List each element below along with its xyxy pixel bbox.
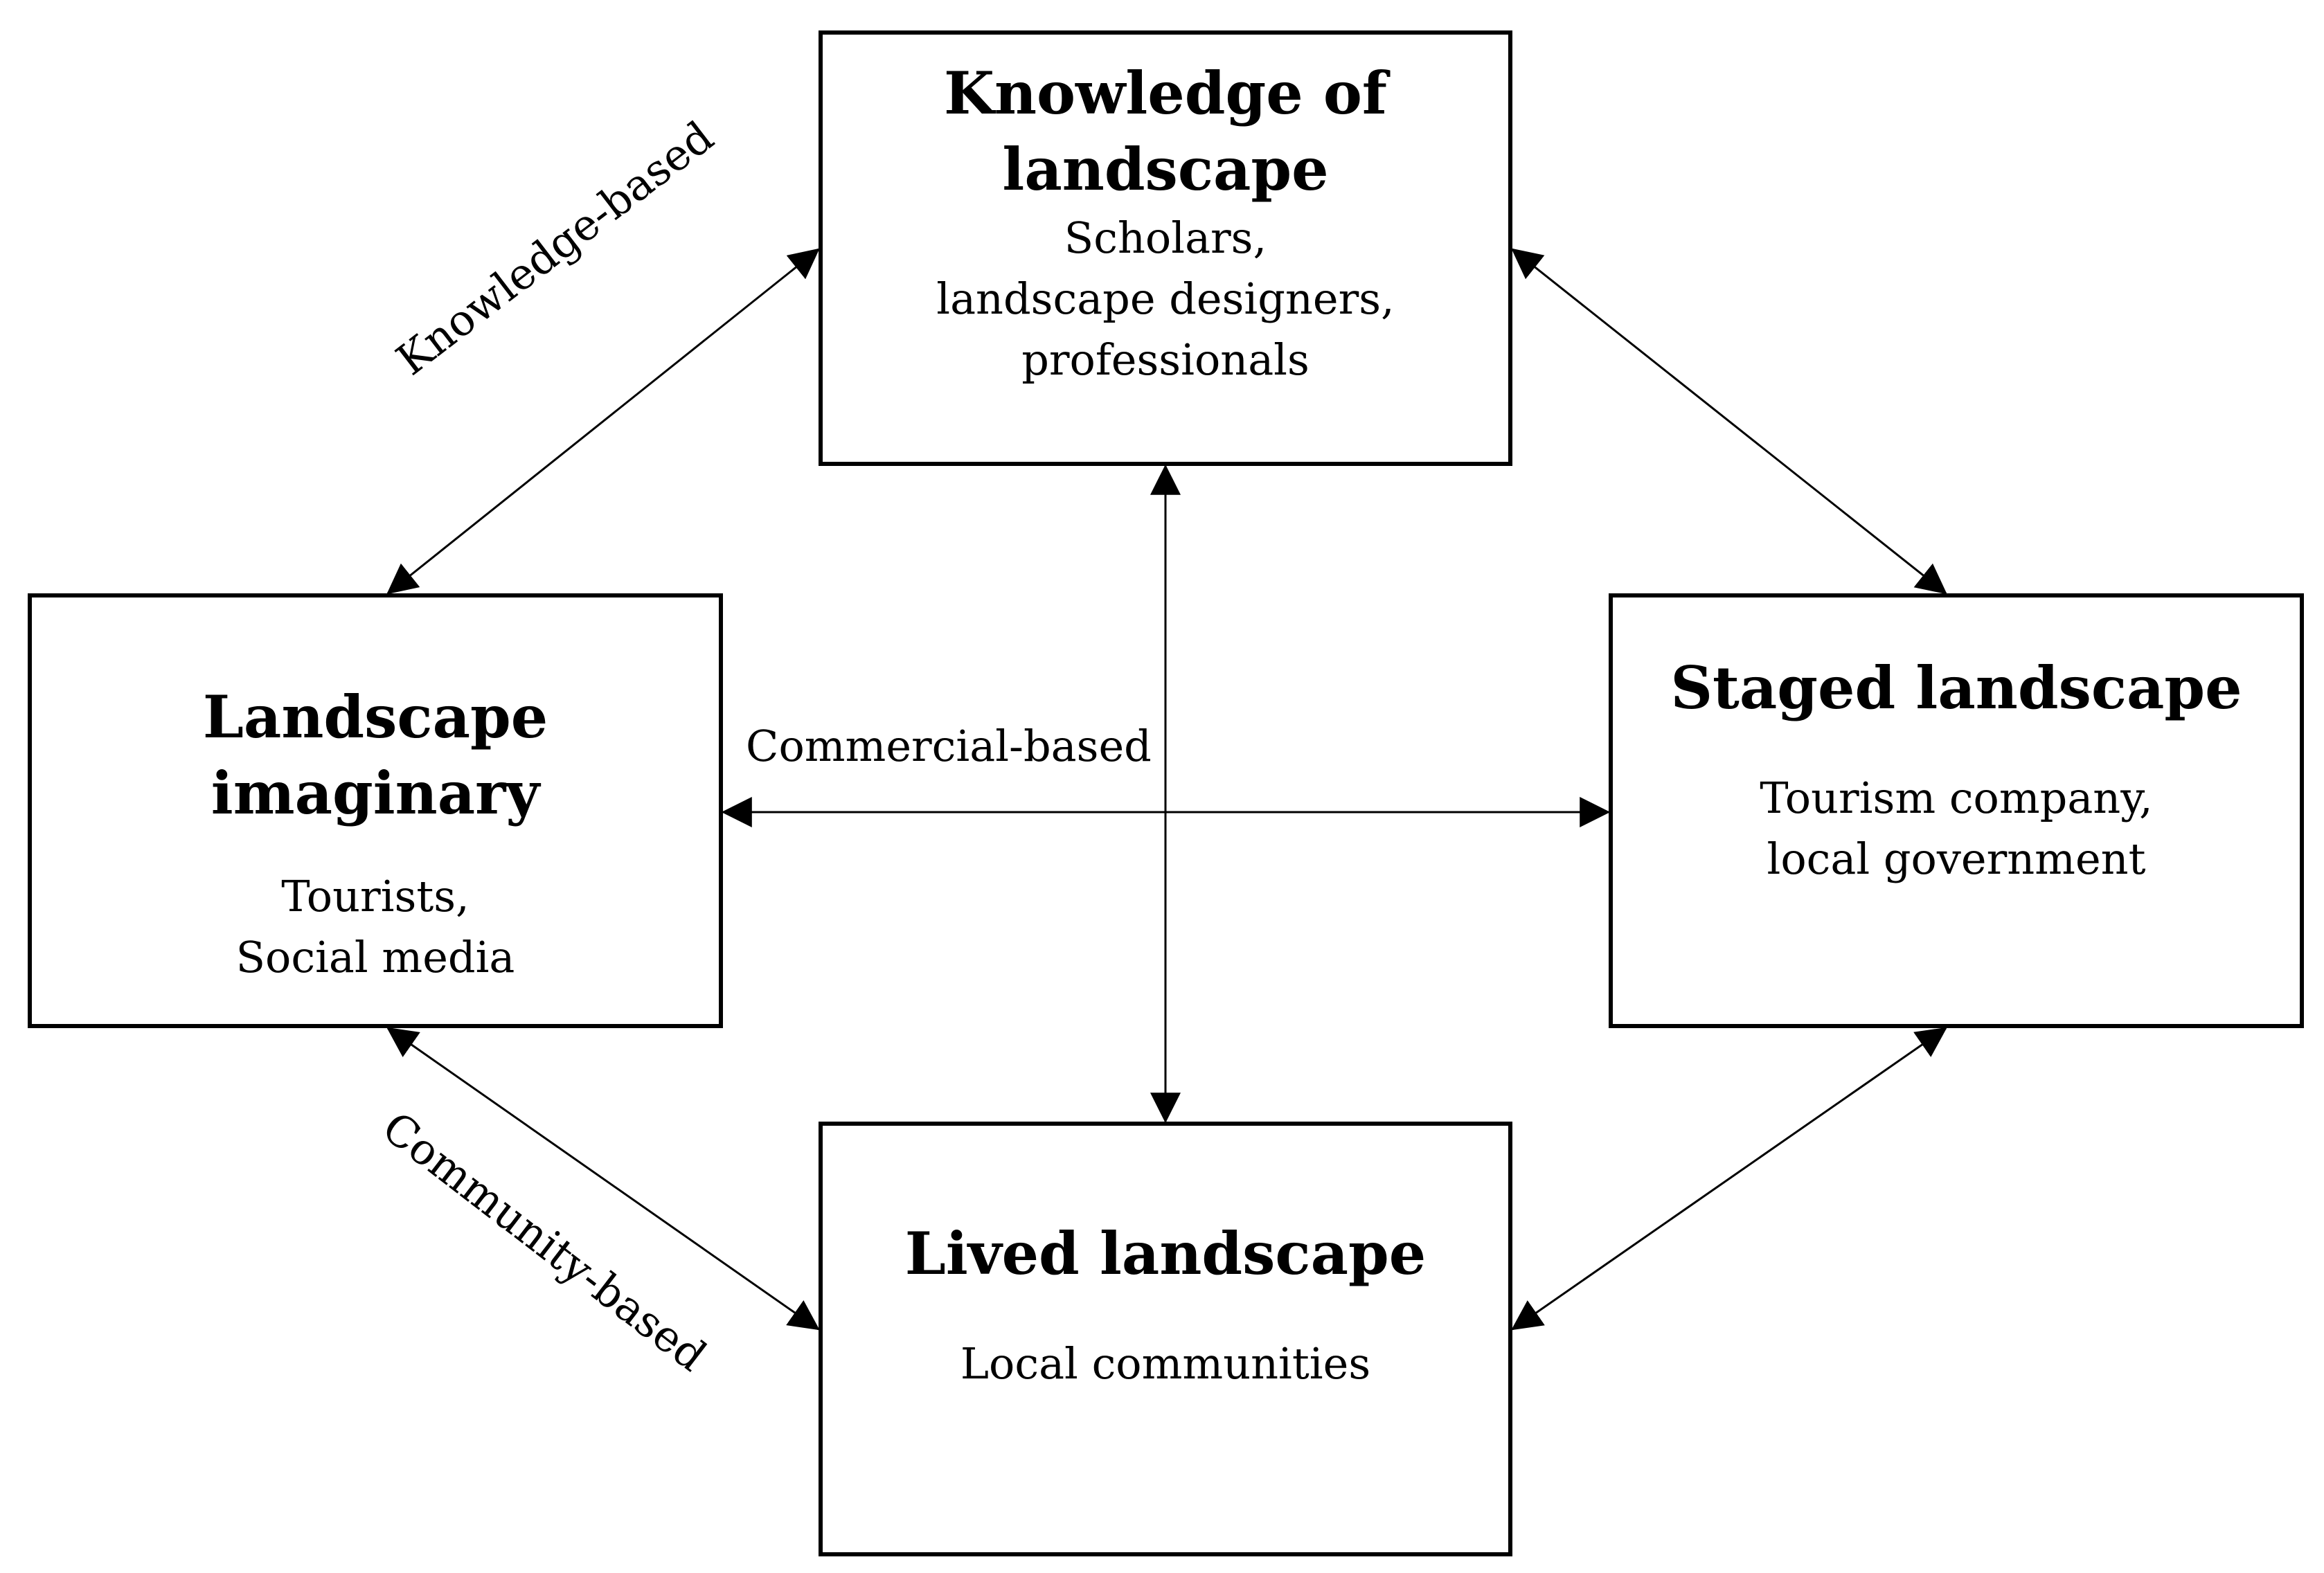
node-lived-landscape: Lived landscape Local communities: [819, 1122, 1512, 1556]
arrow-imaginary-knowledge: [386, 248, 820, 595]
arrow-staged-lived: [1511, 1027, 1947, 1331]
edge-label-commercial-based: Commercial-based: [746, 721, 1152, 771]
node-knowledge-of-landscape: Knowledge of landscape Scholars, landsca…: [819, 30, 1512, 466]
node-actors: Tourists, Social media: [235, 871, 515, 982]
node-actors: Local communities: [960, 1338, 1371, 1389]
node-title: Knowledge of landscape: [943, 59, 1388, 204]
arrow-imaginary-lived: [386, 1027, 820, 1331]
node-title: Lived landscape: [904, 1219, 1427, 1288]
node-title: Landscape imaginary: [202, 683, 548, 827]
node-landscape-imaginary: Landscape imaginary Tourists, Social med…: [28, 593, 723, 1028]
arrow-knowledge-staged: [1511, 248, 1947, 595]
node-actors: Scholars, landscape designers, professio…: [936, 213, 1395, 385]
node-staged-landscape: Staged landscape Tourism company, local …: [1609, 593, 2304, 1028]
node-actors: Tourism company, local government: [1760, 773, 2153, 884]
node-title: Staged landscape: [1670, 654, 2242, 722]
